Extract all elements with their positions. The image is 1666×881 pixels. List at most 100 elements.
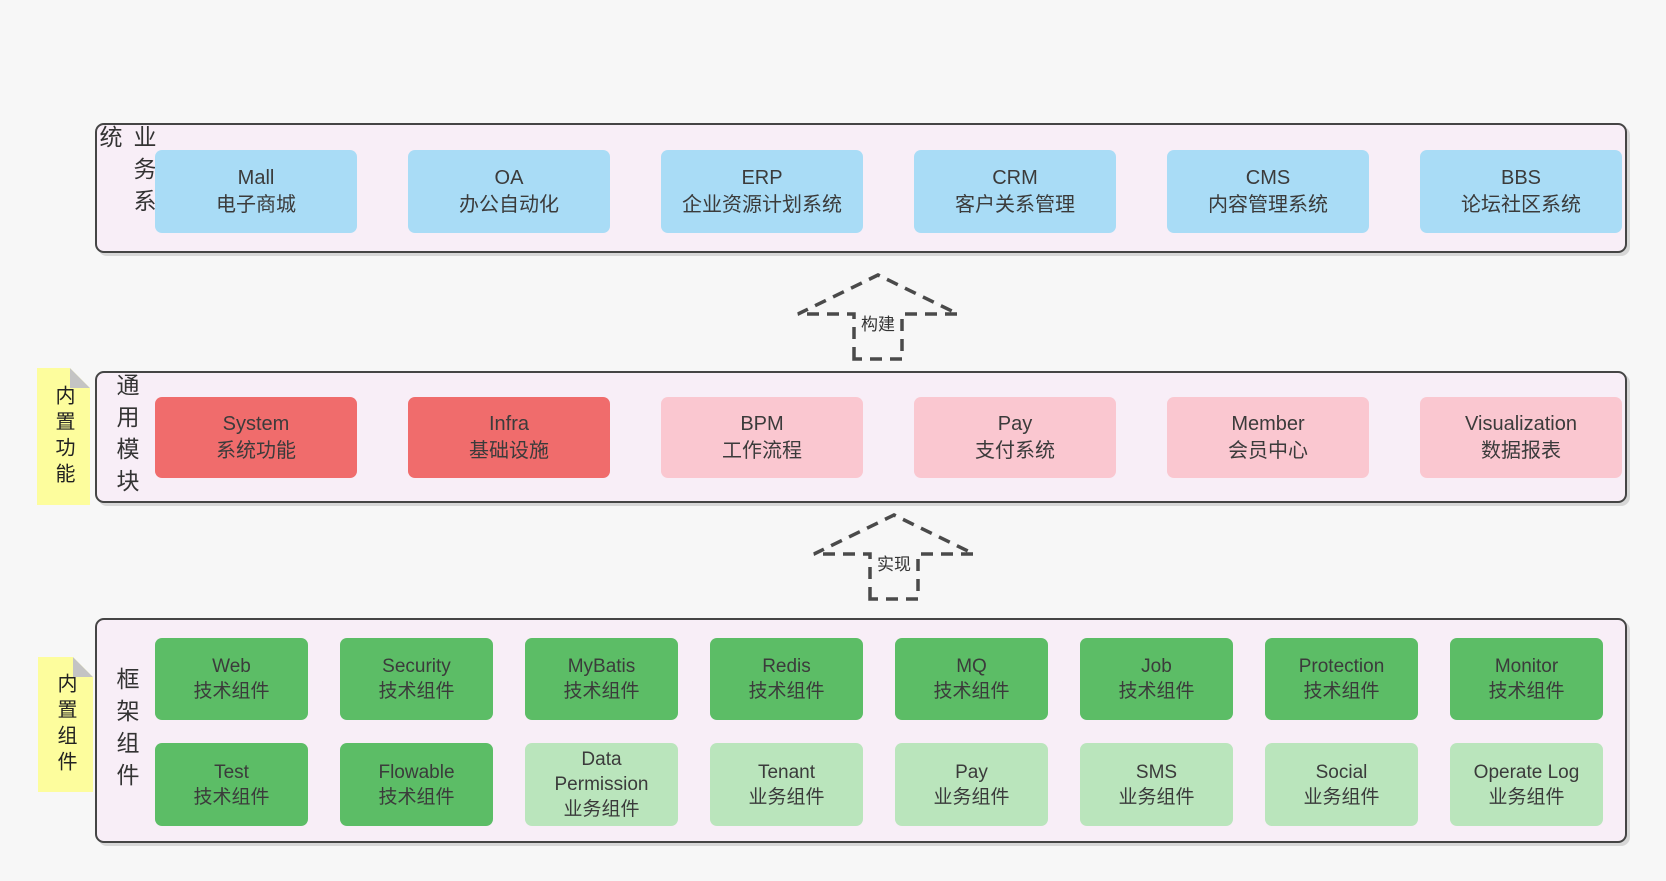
box-sms: SMS 业务组件 (1080, 743, 1233, 826)
tech-component-row: Web 技术组件 Security 技术组件 MyBatis 技术组件 Redi… (155, 638, 1603, 720)
layer-label-business-systems: 业务系统 (96, 125, 156, 221)
box-redis: Redis 技术组件 (710, 638, 863, 720)
box-zh-label: 电子商城 (216, 193, 296, 216)
arrow-implement: 实现 (810, 510, 978, 604)
box-zh-label: 基础设施 (469, 439, 549, 462)
box-en-label: BPM (740, 412, 784, 435)
box-en-label: SMS (1135, 761, 1178, 783)
box-en-label: Flowable (378, 761, 455, 783)
box-mybatis: MyBatis 技术组件 (525, 638, 678, 720)
box-test: Test 技术组件 (155, 743, 308, 826)
box-infra: Infra 基础设施 (408, 397, 610, 478)
folded-corner-icon (70, 368, 90, 388)
box-zh-label: 工作流程 (722, 439, 802, 462)
box-en-label: Security (382, 656, 451, 677)
box-en-label: CRM (992, 166, 1038, 189)
biz-component-row: Test 技术组件 Flowable 技术组件 Data Permission … (155, 743, 1603, 826)
box-en-label: System (222, 412, 290, 435)
box-zh-label: 业务组件 (1118, 786, 1195, 808)
box-en-label: Member (1231, 412, 1305, 435)
layer-label-common-modules: 通用模块 (113, 373, 139, 501)
sticky-note-built-in-components: 内置组件 (38, 657, 93, 792)
box-mq: MQ 技术组件 (895, 638, 1048, 720)
box-en-label: Pay (955, 761, 988, 783)
box-en-label: Web (212, 656, 251, 677)
box-protection: Protection 技术组件 (1265, 638, 1418, 720)
layer-common-modules: 通用模块 System 系统功能 Infra 基础设施 BPM 工作流程 Pay… (95, 371, 1627, 503)
box-en-label: Tenant (757, 761, 816, 783)
sticky-note-built-in-features: 内置功能 (37, 368, 90, 505)
box-zh-label: 技术组件 (193, 786, 270, 808)
component-grid: Web 技术组件 Security 技术组件 MyBatis 技术组件 Redi… (155, 620, 1603, 826)
box-zh-label: 技术组件 (1303, 681, 1380, 702)
box-zh-label: 系统功能 (216, 439, 296, 462)
layer-business-systems: 业务系统 Mall 电子商城 OA 办公自动化 ERP 企业资源计划系统 CRM… (95, 123, 1627, 253)
box-cms: CMS 内容管理系统 (1167, 150, 1369, 233)
box-en-label: Operate Log (1473, 761, 1580, 783)
box-zh-label: 业务组件 (933, 786, 1010, 808)
box-zh-label: 技术组件 (1118, 681, 1195, 702)
arrow-build: 构建 (794, 270, 962, 364)
sticky-note-label: 内置功能 (52, 384, 74, 489)
box-zh-label: 技术组件 (563, 681, 640, 702)
box-zh-label: 业务组件 (1303, 786, 1380, 808)
box-social: Social 业务组件 (1265, 743, 1418, 826)
box-zh-label: 内容管理系统 (1208, 193, 1328, 216)
box-en-label: ERP (741, 166, 783, 189)
arrow-implement-label: 实现 (874, 554, 914, 576)
box-flowable: Flowable 技术组件 (340, 743, 493, 826)
box-en-label: Visualization (1465, 412, 1577, 435)
box-visualization: Visualization 数据报表 (1420, 397, 1622, 478)
box-data-permission: Data Permission 业务组件 (525, 743, 678, 826)
box-zh-label: 技术组件 (1488, 681, 1565, 702)
box-en-label: Job (1141, 656, 1172, 677)
box-job: Job 技术组件 (1080, 638, 1233, 720)
box-zh-label: 支付系统 (975, 439, 1055, 462)
box-mall: Mall 电子商城 (155, 150, 357, 233)
box-operate-log: Operate Log 业务组件 (1450, 743, 1603, 826)
box-en-label: BBS (1500, 166, 1542, 189)
box-en-label: Social (1315, 761, 1368, 783)
arrow-build-label: 构建 (858, 314, 898, 336)
box-security: Security 技术组件 (340, 638, 493, 720)
box-zh-label: 技术组件 (378, 681, 455, 702)
box-oa: OA 办公自动化 (408, 150, 610, 233)
box-zh-label: 客户关系管理 (955, 193, 1075, 216)
box-en-label: Monitor (1494, 656, 1559, 677)
box-bpm: BPM 工作流程 (661, 397, 863, 478)
box-zh-label: 技术组件 (378, 786, 455, 808)
box-pay-component: Pay 业务组件 (895, 743, 1048, 826)
box-pay-module: Pay 支付系统 (914, 397, 1116, 478)
box-zh-label: 业务组件 (1488, 786, 1565, 808)
box-zh-label: 数据报表 (1481, 439, 1561, 462)
box-system: System 系统功能 (155, 397, 357, 478)
layer-label-framework-components: 框架组件 (113, 666, 139, 795)
box-zh-label: 业务组件 (748, 786, 825, 808)
box-zh-label: 办公自动化 (459, 193, 559, 216)
box-en-label: Redis (762, 656, 811, 677)
box-en-label: Test (214, 761, 249, 783)
box-monitor: Monitor 技术组件 (1450, 638, 1603, 720)
box-en-label: Data Permission (554, 749, 649, 795)
box-zh-label: 技术组件 (748, 681, 825, 702)
box-en-label: Mall (237, 166, 275, 189)
box-zh-label: 会员中心 (1228, 439, 1308, 462)
box-zh-label: 技术组件 (933, 681, 1010, 702)
box-en-label: CMS (1245, 166, 1291, 189)
box-erp: ERP 企业资源计划系统 (661, 150, 863, 233)
box-en-label: OA (494, 166, 524, 189)
box-zh-label: 论坛社区系统 (1461, 193, 1581, 216)
box-en-label: Pay (997, 412, 1033, 435)
box-crm: CRM 客户关系管理 (914, 150, 1116, 233)
box-bbs: BBS 论坛社区系统 (1420, 150, 1622, 233)
box-web: Web 技术组件 (155, 638, 308, 720)
module-box-row: System 系统功能 Infra 基础设施 BPM 工作流程 Pay 支付系统… (155, 373, 1622, 478)
layer-framework-components: 框架组件 Web 技术组件 Security 技术组件 MyBatis 技术组件… (95, 618, 1627, 843)
box-zh-label: 技术组件 (193, 681, 270, 702)
box-en-label: MyBatis (567, 656, 636, 677)
box-zh-label: 企业资源计划系统 (682, 193, 842, 216)
box-en-label: Protection (1298, 656, 1385, 677)
box-en-label: Infra (488, 412, 530, 435)
box-member: Member 会员中心 (1167, 397, 1369, 478)
